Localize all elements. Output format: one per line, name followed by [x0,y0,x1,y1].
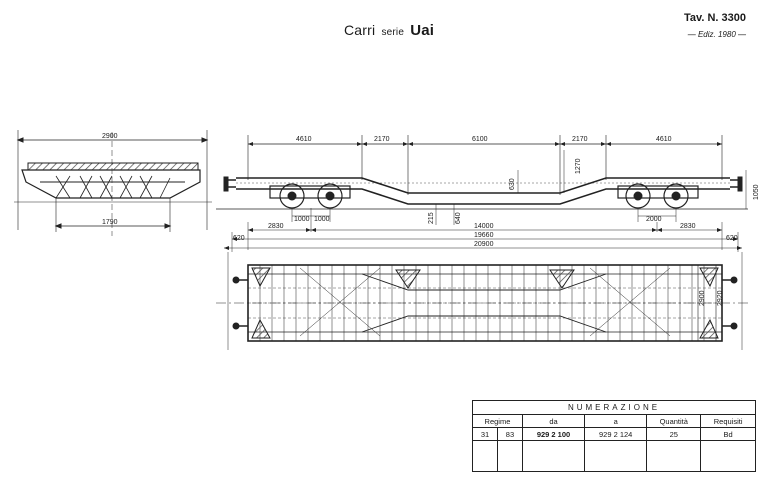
cell-regime-2: 83 [496,427,523,441]
low-a-label: 215 [428,212,435,224]
frame-length-label: 19660 [474,232,494,239]
side-view-labels: 4610 2170 6100 2170 4610 1270 630 1050 2… [233,136,760,248]
bogie-right-label: 2000 [646,216,662,223]
edition-label: — Ediz. 1980 — [687,30,746,39]
cell-da: 929 2 100 [521,427,586,441]
segment-3-label: 6100 [472,136,488,143]
section-width-bottom: 1790 [102,219,118,226]
pivot-left-label: 2830 [268,223,284,230]
plan-width-a-label: 2900 [699,290,706,306]
table-title-row: NUMERAZIONE [472,400,756,415]
pivot-right-label: 2830 [680,223,696,230]
header-a: a [584,414,648,428]
title-main: Carri [344,22,376,38]
title-code: Uai [410,22,435,39]
numerazione-title: NUMERAZIONE [472,400,756,415]
cell-requisiti: Bd [700,427,756,441]
title-serie: serie [381,27,405,38]
drawing-title: Carri serie Uai [344,22,434,39]
table-spacer-row [472,440,756,472]
segment-1-label: 4610 [296,136,312,143]
table-row: 31 83 929 2 100 929 2 124 25 Bd [472,427,756,441]
bogie-left-1-label: 1000 [294,216,310,223]
plan-width-b-label: 2920 [717,290,724,306]
numerazione-table: NUMERAZIONE Regime da a Quantità Requisi… [472,400,756,472]
header-da: da [521,414,586,428]
side-view [216,135,748,252]
segment-4-label: 2170 [572,136,588,143]
section-view [14,130,212,236]
segment-2-label: 2170 [374,136,390,143]
pivots-label: 14000 [474,223,494,230]
total-length-label: 20900 [474,241,494,248]
table-number: Tav. N. 3300 [684,12,746,24]
height-right-label: 1050 [753,184,760,200]
low-b-label: 640 [455,212,462,224]
plan-view [216,252,748,350]
header-regime: Regime [472,414,523,428]
segment-5-label: 4610 [656,136,672,143]
cell-regime-1: 31 [472,427,498,441]
header-requisiti: Requisiti [700,414,756,428]
bogie-left-2-label: 1000 [314,216,330,223]
depth-small-label: 630 [509,178,516,190]
header-quantita: Quantità [646,414,702,428]
table-header-row: Regime da a Quantità Requisiti [472,414,756,428]
overhang-left-label: 620 [233,235,245,242]
cell-a: 929 2 124 [584,427,648,441]
cell-quantita: 25 [646,427,702,441]
section-width-top: 2900 [102,133,118,140]
depth-mid-label: 1270 [575,158,582,174]
overhang-right-label: 620 [726,235,738,242]
